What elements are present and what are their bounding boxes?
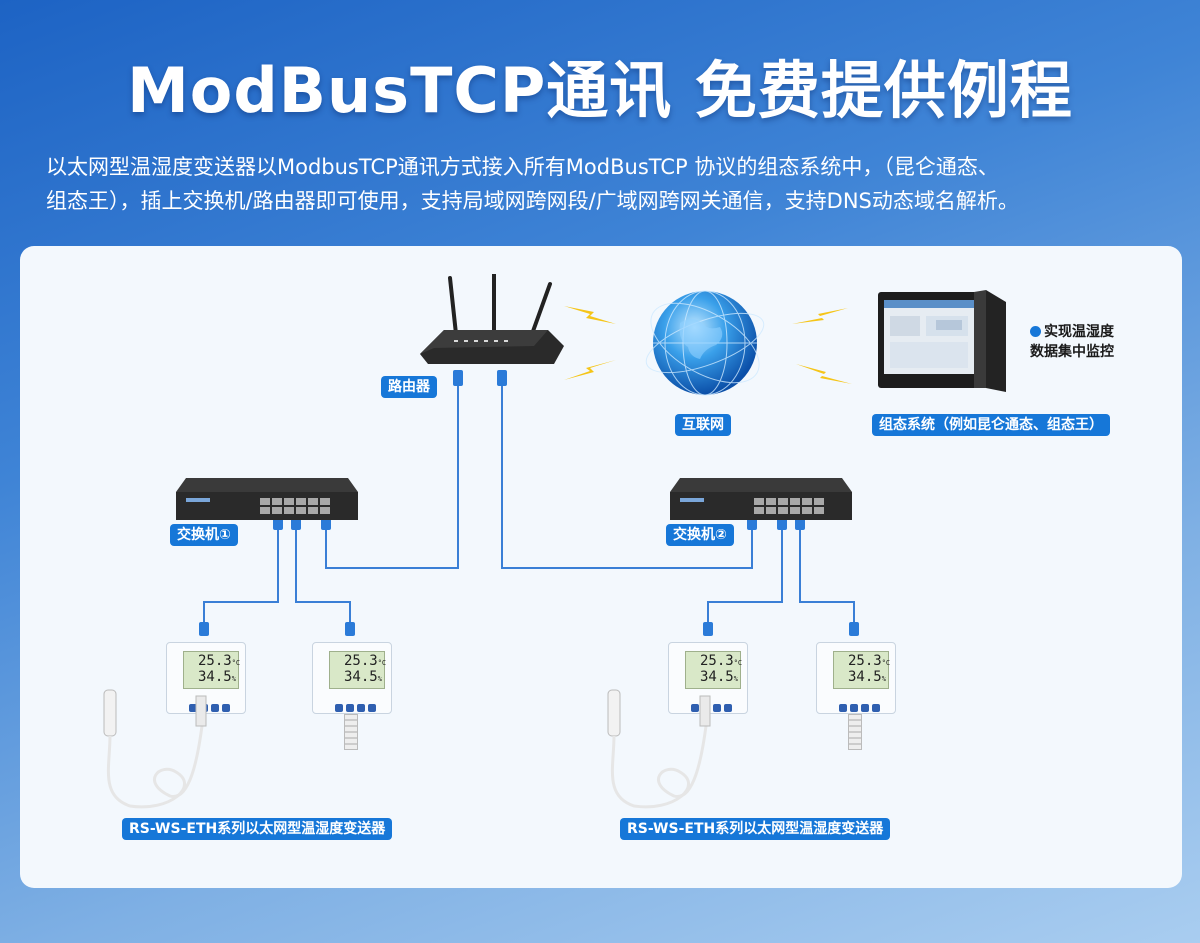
humidity-reading: 34.5 bbox=[848, 669, 882, 685]
globe-icon bbox=[645, 290, 765, 396]
lightning-icon bbox=[564, 306, 616, 324]
switch2-label: 交换机② bbox=[666, 524, 734, 546]
monitor-caption-line-2: 数据集中监控 bbox=[1030, 344, 1114, 360]
internet-label: 互联网 bbox=[675, 414, 731, 436]
device-buttons bbox=[839, 697, 885, 712]
device-buttons bbox=[335, 697, 381, 712]
wire-switch2-device3 bbox=[707, 528, 783, 634]
bullet-dot-icon bbox=[1030, 326, 1041, 337]
humidity-unit: % bbox=[231, 675, 236, 683]
built-in-probe bbox=[344, 714, 358, 750]
temperature-unit: °C bbox=[377, 659, 387, 667]
wire-router-switch1 bbox=[325, 384, 459, 569]
switch1-label: 交换机① bbox=[170, 524, 238, 546]
lcd-display: 25.3°C 34.5% bbox=[685, 651, 743, 689]
series2-label: RS-WS-ETH系列以太网型温湿度变送器 bbox=[620, 818, 891, 840]
temperature-unit: °C bbox=[733, 659, 743, 667]
lcd-display: 25.3°C 34.5% bbox=[833, 651, 891, 689]
temperature-reading: 25.3 bbox=[344, 653, 378, 669]
router-label: 路由器 bbox=[381, 376, 437, 398]
probe-cable-icon bbox=[103, 689, 207, 809]
humidity-unit: % bbox=[733, 675, 738, 683]
series1-label: RS-WS-ETH系列以太网型温湿度变送器 bbox=[122, 818, 393, 840]
lcd-display: 25.3°C 34.5% bbox=[183, 651, 241, 689]
humidity-reading: 34.5 bbox=[198, 669, 232, 685]
built-in-probe bbox=[848, 714, 862, 750]
network-diagram-panel: 路由器 互联网 bbox=[20, 246, 1182, 888]
intro-line-2: 组态王），插上交换机/路由器即可使用，支持局域网跨网段/广域网跨网关通信，支持D… bbox=[46, 189, 1019, 213]
router-icon bbox=[420, 274, 564, 364]
lightning-icon bbox=[564, 360, 616, 380]
monitor-caption-line-1: 实现温湿度 bbox=[1044, 324, 1114, 340]
lightning-icon bbox=[796, 364, 852, 384]
temperature-reading: 25.3 bbox=[700, 653, 734, 669]
scada-label: 组态系统（例如昆仑通态、组态王） bbox=[872, 414, 1110, 436]
network-switch-icon bbox=[670, 478, 852, 520]
wire-switch2-device4 bbox=[799, 528, 855, 634]
wire-switch1-device1 bbox=[203, 528, 279, 634]
lightning-icon bbox=[792, 308, 848, 324]
network-switch-icon bbox=[176, 478, 358, 520]
th-transmitter-device: 25.3°C 34.5% bbox=[312, 642, 392, 714]
humidity-reading: 34.5 bbox=[700, 669, 734, 685]
monitor-caption: 实现温湿度 数据集中监控 bbox=[1030, 322, 1114, 362]
page-title: ModBusTCP通讯 免费提供例程 bbox=[127, 54, 1073, 127]
temperature-unit: °C bbox=[231, 659, 241, 667]
humidity-unit: % bbox=[881, 675, 886, 683]
wire-router-switch2 bbox=[501, 384, 753, 569]
intro-line-1: 以太网型温湿度变送器以ModbusTCP通讯方式接入所有ModBusTCP 协议… bbox=[46, 155, 999, 179]
wire-switch1-device2 bbox=[295, 528, 351, 634]
network-wires bbox=[199, 370, 859, 636]
lcd-display: 25.3°C 34.5% bbox=[329, 651, 387, 689]
humidity-reading: 34.5 bbox=[344, 669, 378, 685]
probe-cable-icon bbox=[607, 689, 711, 809]
temperature-reading: 25.3 bbox=[848, 653, 882, 669]
humidity-unit: % bbox=[377, 675, 382, 683]
temperature-unit: °C bbox=[881, 659, 891, 667]
th-transmitter-device: 25.3°C 34.5% bbox=[816, 642, 896, 714]
intro-text: 以太网型温湿度变送器以ModbusTCP通讯方式接入所有ModBusTCP 协议… bbox=[46, 150, 1166, 218]
monitor-icon bbox=[878, 290, 1006, 392]
temperature-reading: 25.3 bbox=[198, 653, 232, 669]
